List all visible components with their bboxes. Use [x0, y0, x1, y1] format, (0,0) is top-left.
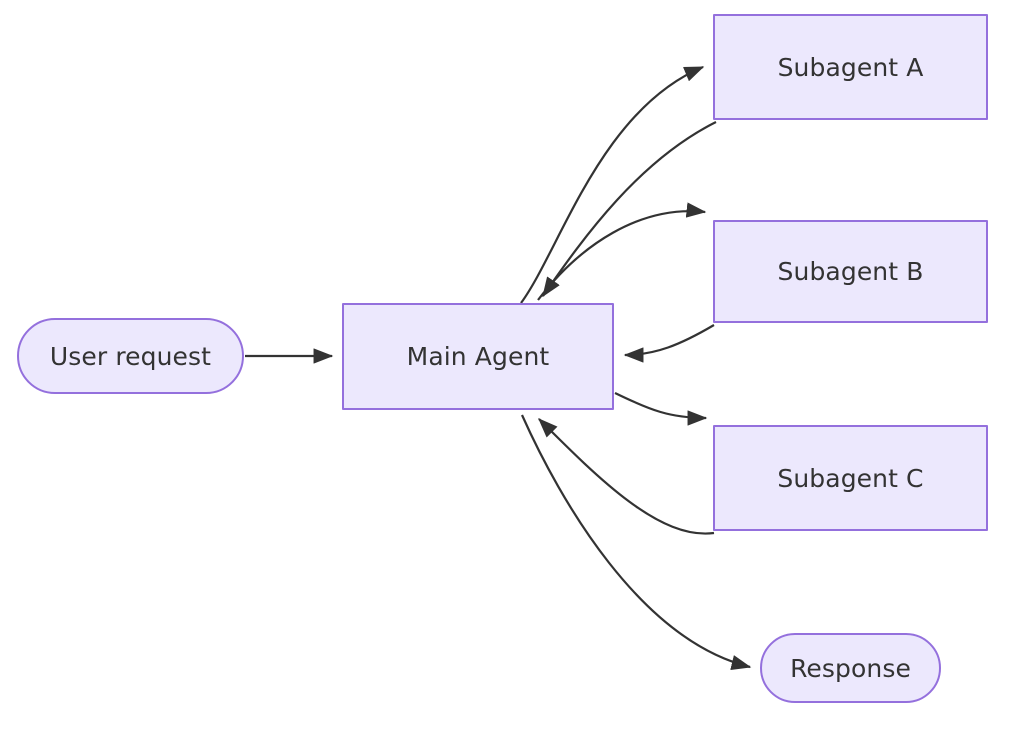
node-subagent-a-label: Subagent A: [777, 52, 924, 82]
node-subagent-c-label: Subagent C: [777, 463, 924, 493]
edge-b-to-main: [623, 324, 715, 363]
edge-main-to-b: [537, 202, 707, 301]
edge-main-to-c: [614, 392, 708, 426]
node-subagent-c[interactable]: Subagent C: [713, 425, 988, 531]
node-main-agent-label: Main Agent: [406, 342, 550, 371]
node-user-request[interactable]: User request: [17, 318, 244, 394]
edge-main-to-a: [520, 65, 705, 304]
node-subagent-b[interactable]: Subagent B: [713, 220, 988, 323]
node-subagent-a[interactable]: Subagent A: [713, 14, 988, 120]
node-response-label: Response: [790, 653, 911, 683]
node-user-request-label: User request: [49, 341, 212, 371]
edge-c-to-main: [538, 418, 715, 535]
edge-a-to-main: [542, 121, 717, 298]
node-subagent-b-label: Subagent B: [777, 257, 924, 286]
node-response[interactable]: Response: [760, 633, 941, 703]
node-main-agent[interactable]: Main Agent: [342, 303, 614, 410]
